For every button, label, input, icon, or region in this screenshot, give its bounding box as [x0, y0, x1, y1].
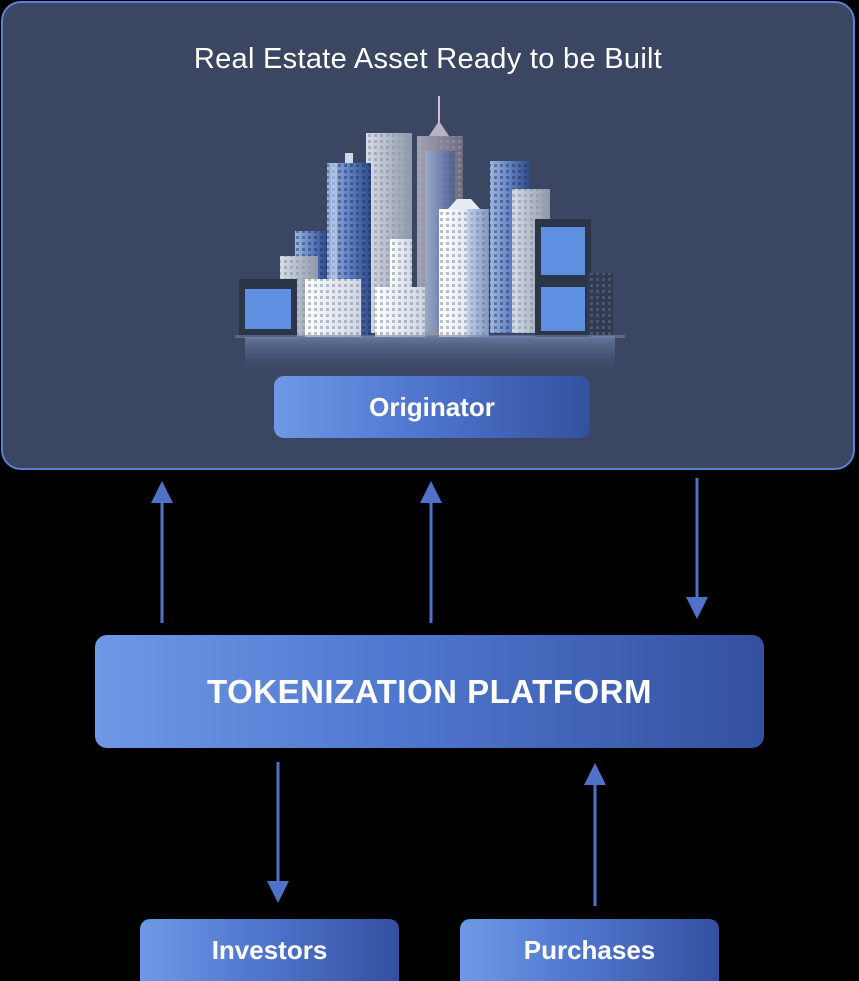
arrow-down-investors: [267, 762, 289, 903]
investors-node: Investors: [140, 919, 399, 981]
city-skyline-icon: [235, 96, 625, 376]
panel-title: Real Estate Asset Ready to be Built: [193, 43, 663, 75]
arrow-up-left: [151, 481, 173, 623]
tokenization-platform-node: TOKENIZATION PLATFORM: [95, 635, 764, 748]
arrow-up-purchases: [584, 763, 606, 906]
purchases-node: Purchases: [460, 919, 719, 981]
asset-panel: Real Estate Asset Ready to be Built: [1, 1, 855, 470]
arrow-down-right: [686, 478, 708, 619]
originator-node: Originator: [274, 376, 590, 438]
arrow-up-center: [420, 481, 442, 623]
